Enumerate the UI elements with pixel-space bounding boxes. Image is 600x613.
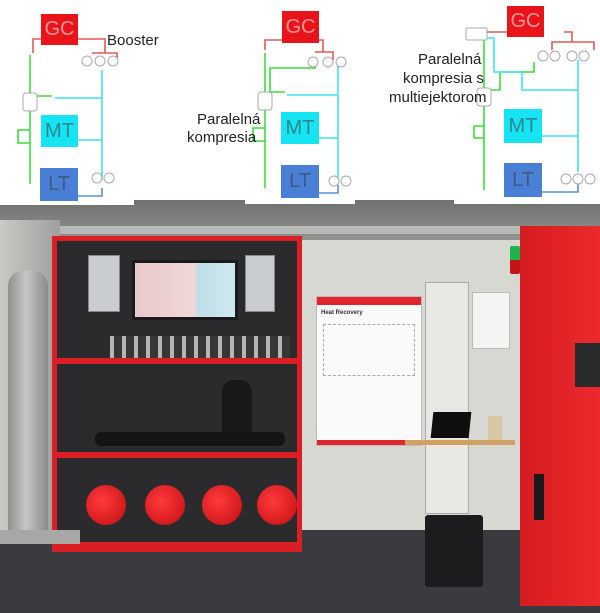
receiver-icon bbox=[257, 91, 273, 111]
cabinet-socket bbox=[534, 474, 544, 520]
pipe-lt-blue bbox=[78, 188, 103, 197]
diagram-label-booster: Booster bbox=[107, 32, 159, 49]
display-screen bbox=[132, 260, 238, 320]
compressor-icon bbox=[537, 50, 549, 62]
gc-block: GC bbox=[41, 14, 78, 45]
receiver-icon bbox=[476, 87, 492, 107]
lt-block: LT bbox=[40, 168, 78, 201]
compressor-icon bbox=[103, 172, 115, 184]
pipe-liquid-green bbox=[252, 53, 266, 188]
lt-block: LT bbox=[281, 165, 319, 198]
pipe-parallel-green bbox=[489, 62, 535, 91]
drive-left bbox=[88, 255, 120, 312]
pipe-parallel-green bbox=[269, 63, 316, 93]
test-rig-photo: Heat Recovery bbox=[0, 200, 600, 613]
mt-block: MT bbox=[281, 112, 319, 144]
compressor-icon bbox=[81, 55, 93, 67]
wall-drawing bbox=[472, 292, 510, 349]
rig-shelf-lower bbox=[52, 452, 302, 458]
toolbox bbox=[425, 515, 483, 587]
cable-tray bbox=[55, 226, 600, 234]
diagram-parallel-multiejector: GC MT LT bbox=[454, 2, 600, 204]
compressor-icon bbox=[566, 50, 578, 62]
compressor-icon bbox=[340, 175, 352, 187]
paper-bag bbox=[488, 416, 502, 440]
diagram-label-multiejector-line2: kompresia s bbox=[403, 70, 484, 87]
pipe-liquid-green bbox=[473, 38, 485, 190]
compressor-icon bbox=[91, 172, 103, 184]
compressor-icon bbox=[94, 55, 106, 67]
diagram-booster: GC MT LT Booster bbox=[0, 0, 159, 205]
gas-cylinder bbox=[8, 270, 48, 540]
poster-title: Heat Recovery bbox=[321, 310, 363, 316]
booster-schematic bbox=[17, 38, 119, 197]
insulated-pipes bbox=[95, 432, 285, 446]
compressor-4 bbox=[257, 485, 297, 525]
mt-block: MT bbox=[41, 115, 78, 147]
cylinder-base bbox=[0, 530, 80, 544]
compressor-1 bbox=[86, 485, 126, 525]
receiver-icon bbox=[22, 92, 38, 112]
pipe-liquid-green bbox=[17, 55, 31, 184]
compressor-icon bbox=[328, 175, 340, 187]
compressor-icon bbox=[578, 50, 590, 62]
pipe-hot-gas bbox=[264, 39, 334, 60]
pipe-suction-cyan bbox=[55, 70, 103, 180]
compressor-icon bbox=[584, 173, 596, 185]
laptop bbox=[430, 412, 472, 438]
compressor-icon bbox=[549, 50, 561, 62]
receiver-tank bbox=[222, 380, 252, 435]
pipe-lt-blue bbox=[534, 184, 579, 193]
diagram-label-parallel-line2: kompresia bbox=[187, 129, 257, 146]
diagram-label-multiejector-line3: multiejektorom bbox=[389, 89, 487, 106]
drive-right bbox=[245, 255, 275, 312]
diagram-parallel-compression: GC MT LT bbox=[245, 8, 355, 204]
compressor-2 bbox=[145, 485, 185, 525]
pipe-hot-gas bbox=[484, 31, 595, 50]
heat-recovery-poster: Heat Recovery bbox=[316, 296, 422, 446]
lt-block: LT bbox=[504, 163, 542, 197]
rig-shelf-upper bbox=[52, 358, 302, 364]
signal-light bbox=[510, 246, 520, 274]
compressor-icon bbox=[107, 55, 119, 67]
multiejector-icon bbox=[465, 27, 488, 41]
compressor-icon bbox=[322, 56, 334, 68]
compressor-icon bbox=[307, 56, 319, 68]
control-cabinet bbox=[520, 226, 600, 606]
compressor-icon bbox=[335, 56, 347, 68]
compressor-icon bbox=[560, 173, 572, 185]
parallel-compression-schematic bbox=[252, 39, 352, 194]
gc-block: GC bbox=[282, 11, 319, 43]
cabinet-display bbox=[575, 343, 600, 387]
white-door bbox=[425, 282, 469, 514]
gauge-row bbox=[110, 336, 290, 358]
pipe-ejector-cyan bbox=[487, 37, 578, 91]
diagram-label-parallel-line1: Paralelná bbox=[197, 111, 261, 128]
diagram-label-multiejector-line1: Paralelná bbox=[418, 51, 482, 68]
mt-block: MT bbox=[504, 109, 542, 143]
compressor-3 bbox=[202, 485, 242, 525]
desk bbox=[405, 440, 515, 445]
gc-block: GC bbox=[507, 6, 544, 37]
compressor-icon bbox=[572, 173, 584, 185]
